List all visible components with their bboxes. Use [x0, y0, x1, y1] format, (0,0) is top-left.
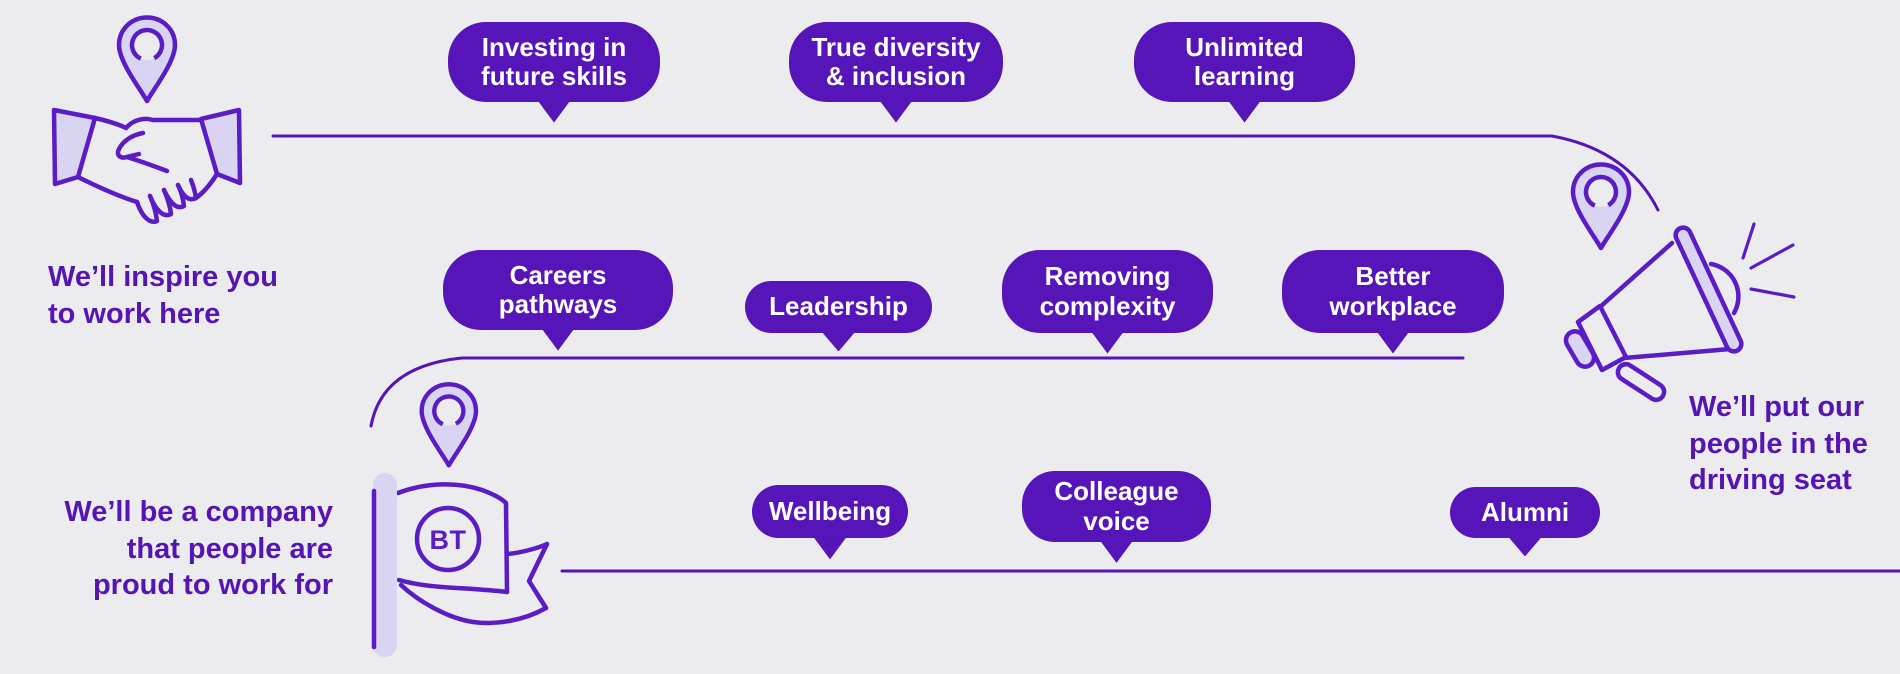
bt-logo: BT [414, 505, 482, 573]
flag-banner [395, 482, 550, 626]
bubble-label: Better workplace [1329, 261, 1457, 321]
handshake-sleeves [51, 107, 243, 187]
bubble-leadership: Leadership [745, 281, 932, 352]
bubble-label: Wellbeing [768, 495, 892, 526]
location-pin-icon [419, 382, 479, 468]
handshake-hands [75, 115, 220, 224]
bubble-label: Unlimited learning [1185, 31, 1304, 91]
bubble-label: Removing complexity [1039, 261, 1176, 321]
bubble-careers-pathways: Careers pathways [443, 250, 673, 351]
bubble-wellbeing: Wellbeing [752, 485, 908, 560]
handshake-icon [51, 107, 243, 224]
bubble-investing-future-skills: Investing in future skills [448, 22, 660, 123]
location-pin-icon [1570, 162, 1632, 251]
megaphone-body [1563, 225, 1744, 403]
megaphone-icon [1563, 222, 1796, 403]
caption-proud-company: We’ll be a company that people are proud… [64, 496, 333, 602]
caption-inspire: We’ll inspire you to work here [48, 261, 278, 330]
sound-waves-icon [1741, 222, 1796, 299]
location-pin-icon [116, 15, 178, 104]
bt-flag-icon: BT [371, 382, 550, 657]
bubble-label: True diversity & inclusion [811, 31, 981, 91]
bubble-removing-complexity: Removing complexity [1002, 250, 1213, 354]
bubble-true-diversity-inclusion: True diversity & inclusion [789, 22, 1003, 123]
bubble-label: Leadership [769, 291, 908, 322]
bubble-label: Alumni [1480, 496, 1570, 527]
caption-driving-seat: We’ll put our people in the driving seat [1689, 391, 1868, 497]
journey-path-top [271, 134, 1660, 212]
bubble-label: Careers pathways [498, 259, 618, 319]
flag-pole [373, 473, 397, 657]
bt-logo-text: BT [430, 525, 467, 555]
bubble-colleague-voice: Colleague voice [1022, 471, 1211, 563]
bubble-label: Colleague voice [1054, 476, 1179, 536]
bubble-unlimited-learning: Unlimited learning [1134, 22, 1355, 123]
bubble-alumni: Alumni [1450, 487, 1600, 557]
bubble-better-workplace: Better workplace [1282, 250, 1504, 354]
journey-path-middle [369, 356, 1465, 428]
bubble-label: Investing in future skills [481, 31, 627, 91]
